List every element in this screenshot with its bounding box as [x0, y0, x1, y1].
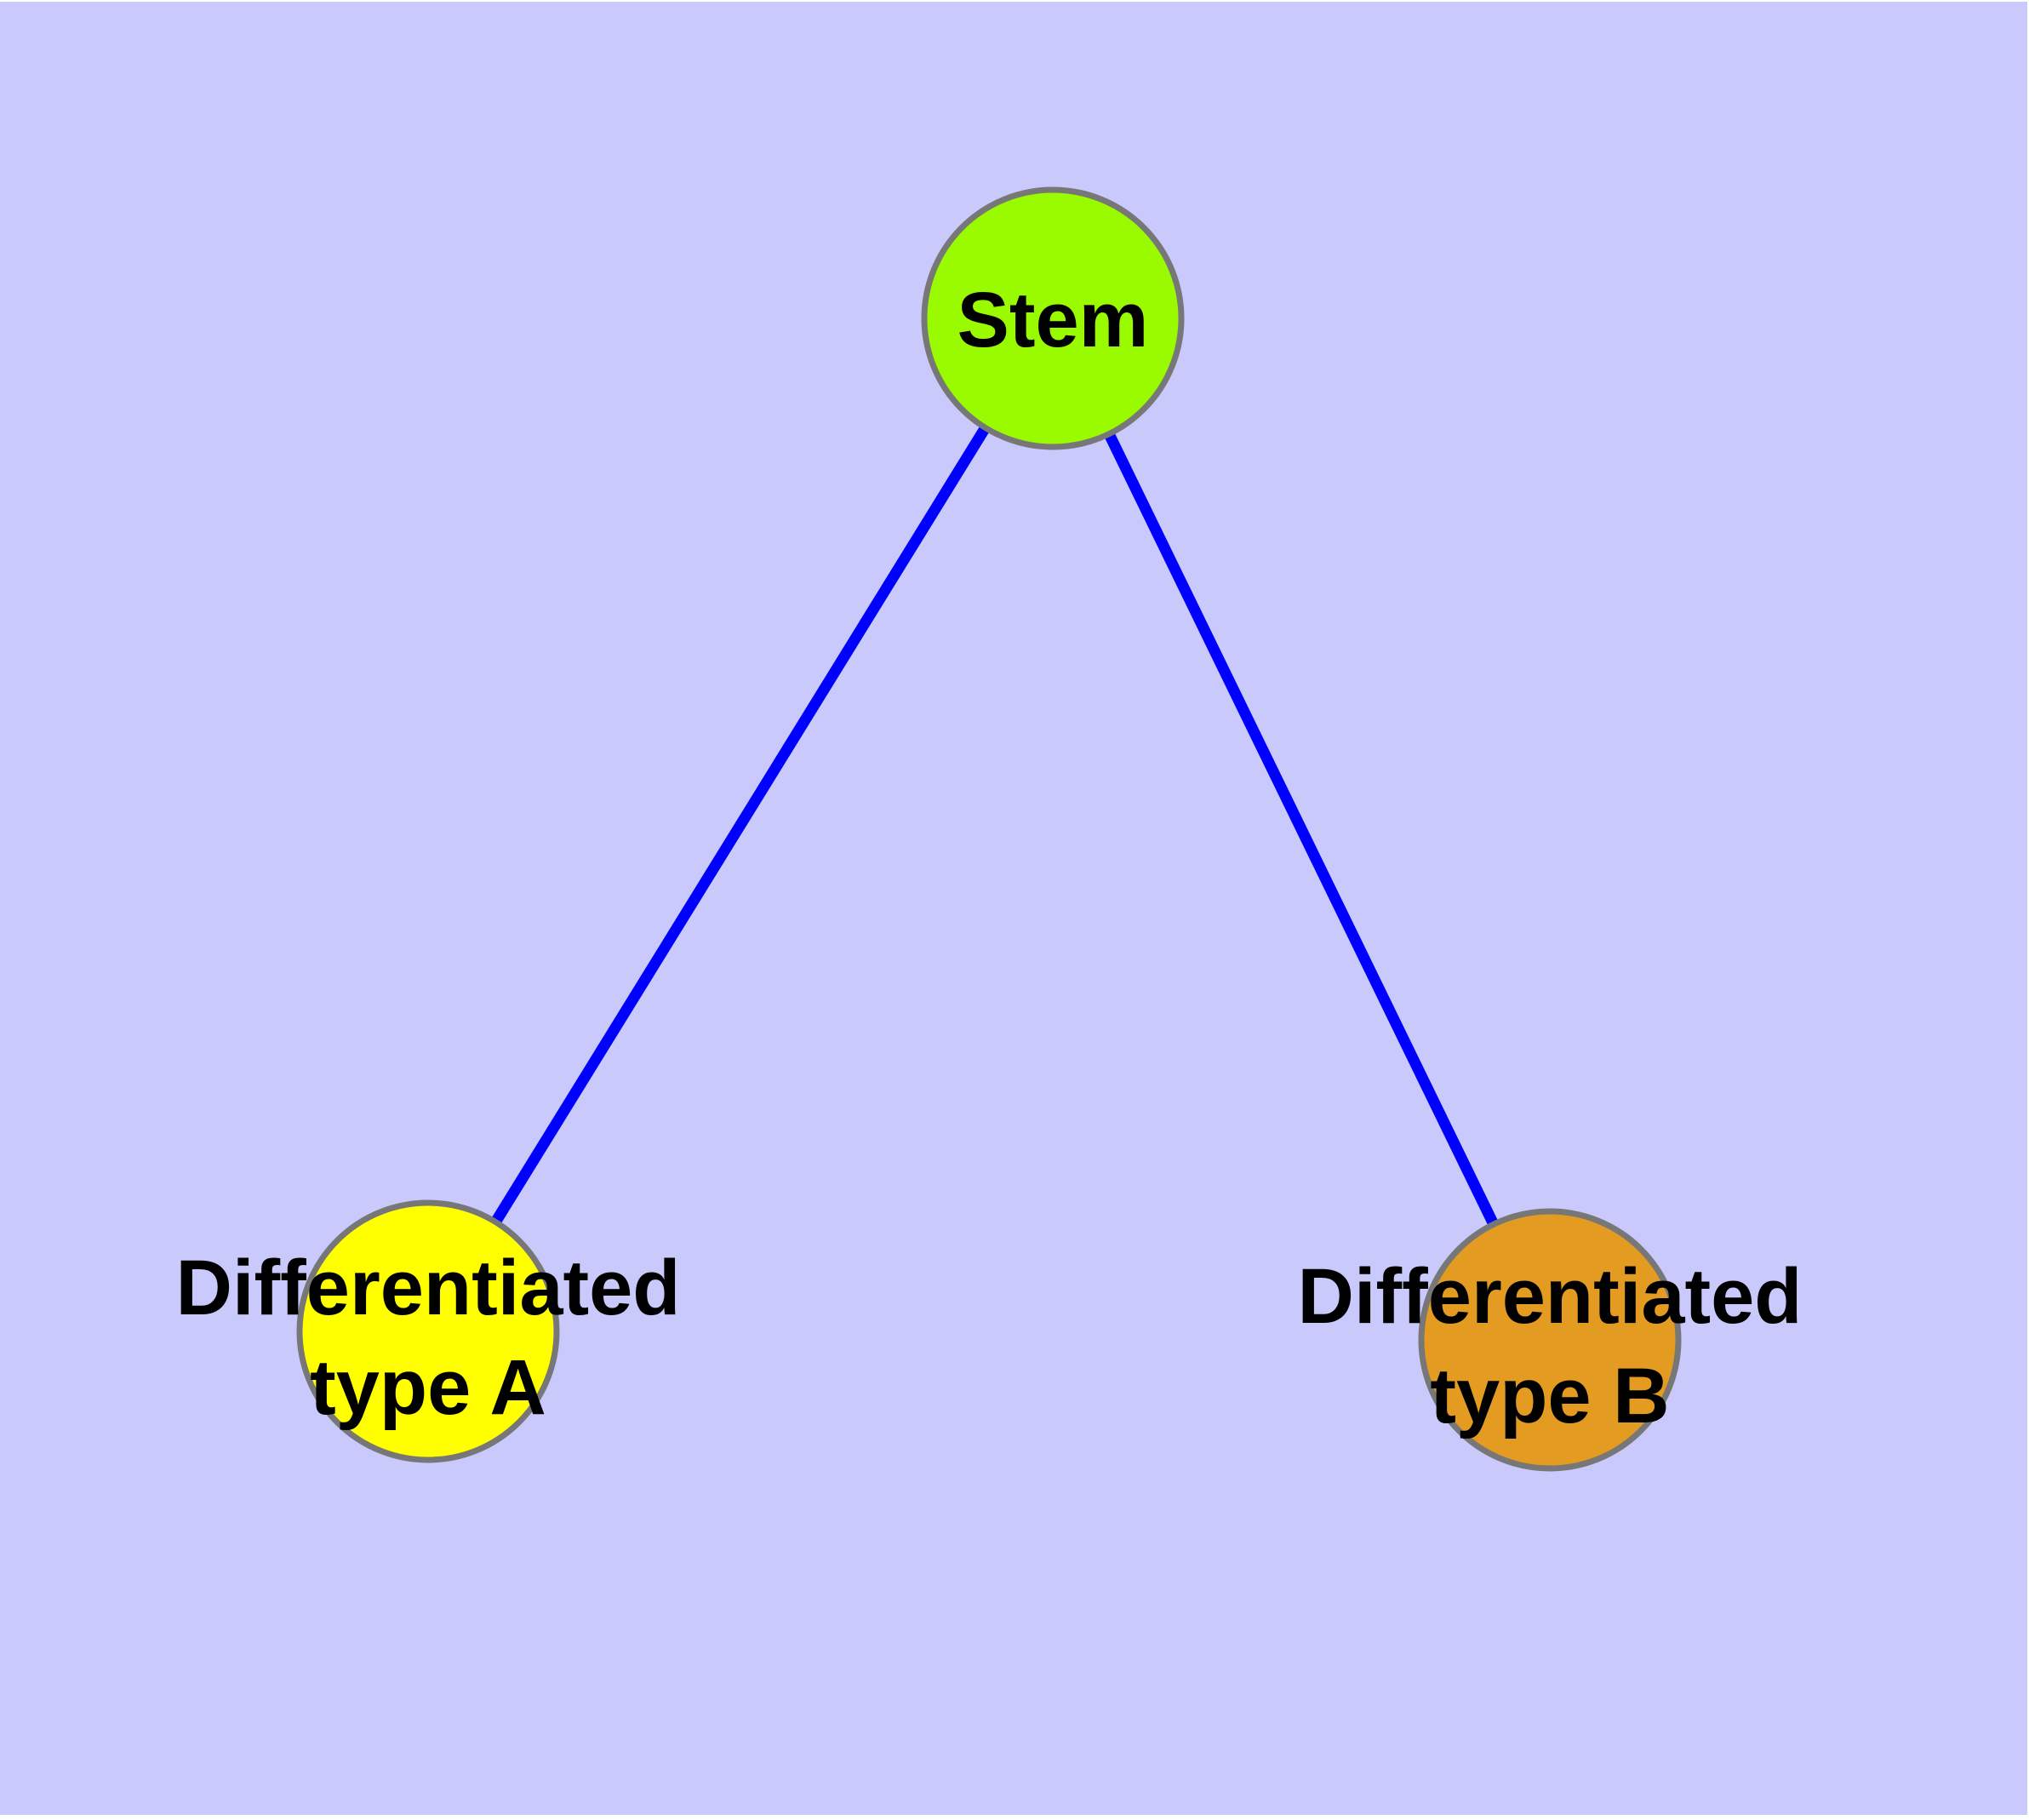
node-label-line: type B	[1430, 1353, 1669, 1439]
node-circle-stem	[921, 186, 1185, 450]
edge-stem-diff-a	[423, 315, 1058, 1335]
node-circle-diff-b	[1418, 1208, 1682, 1472]
node-label-line: type A	[310, 1344, 546, 1431]
node-label-stem: Stem	[957, 277, 1149, 363]
node-label-diff-a: Differentiated type A	[176, 1245, 681, 1431]
node-label-line: Differentiated	[176, 1245, 681, 1331]
node-label-diff-b: Differentiated type B	[1298, 1253, 1803, 1439]
node-label-line: Differentiated	[1298, 1253, 1803, 1340]
node-circle-diff-a	[296, 1199, 560, 1463]
node-label-line: Stem	[957, 277, 1149, 363]
edge-stem-diff-b	[1048, 316, 1555, 1342]
